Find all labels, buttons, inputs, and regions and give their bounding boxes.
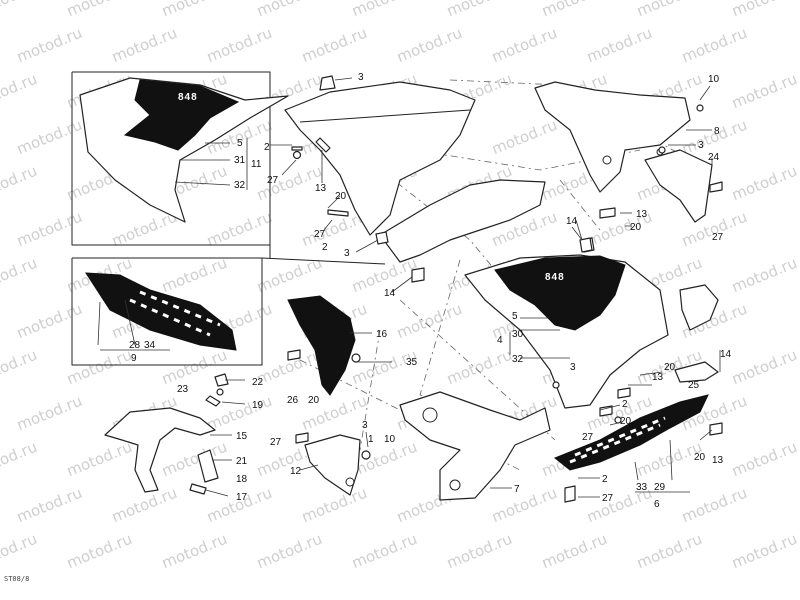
callout-21: 21 (236, 456, 248, 467)
right-side-fairing: 848 (464, 254, 669, 409)
left-belly-pan-inset (85, 272, 237, 351)
callout-5: 5 (237, 138, 243, 149)
fairing-bracket (534, 81, 713, 223)
callout-5: 5 (512, 311, 518, 322)
callout-12: 12 (290, 466, 302, 477)
callout-3: 3 (344, 248, 350, 259)
callout-16: 16 (376, 329, 388, 340)
callout-4: 4 (497, 335, 503, 346)
callout-2: 2 (264, 142, 270, 153)
callout-3: 3 (358, 72, 364, 83)
brand-label-left: 848 (178, 92, 198, 103)
mirror-mount (674, 284, 719, 383)
callout-14: 14 (566, 216, 578, 227)
callout-13: 13 (636, 209, 648, 220)
callout-13: 13 (652, 372, 664, 383)
callout-20: 20 (630, 222, 642, 233)
callout-25: 25 (688, 380, 700, 391)
callout-20: 20 (620, 416, 632, 427)
callout-26: 26 (287, 395, 299, 406)
callout-3: 3 (362, 420, 368, 431)
callout-3: 3 (698, 140, 704, 151)
reference-code: ST08/8 (4, 575, 29, 583)
callout-labels: 3 2 27 13 20 27 2 3 14 5 31 11 32 28 34 … (129, 72, 732, 510)
callout-27: 27 (602, 493, 614, 504)
callout-20: 20 (694, 452, 706, 463)
small-bracket (304, 434, 361, 496)
callout-35: 35 (406, 357, 418, 368)
callout-27: 27 (582, 432, 594, 443)
right-belly-pan (554, 394, 709, 493)
callout-14: 14 (720, 349, 732, 360)
callout-18: 18 (236, 474, 248, 485)
callout-20: 20 (335, 191, 347, 202)
callout-20: 20 (664, 362, 676, 373)
callout-28: 28 (129, 340, 141, 351)
callout-2: 2 (622, 399, 628, 410)
left-side-fairing-inset: 848 (79, 77, 289, 223)
callout-31: 31 (234, 155, 246, 166)
brand-label-right: 848 (545, 272, 565, 283)
callout-8: 8 (714, 126, 720, 137)
callout-7: 7 (514, 484, 520, 495)
inset-frames (71, 71, 386, 366)
callout-32: 32 (512, 354, 524, 365)
callout-15: 15 (236, 431, 248, 442)
callout-20: 20 (308, 395, 320, 406)
lower-inner-bracket (399, 391, 551, 501)
nose-fairing (284, 81, 546, 263)
callout-2: 2 (602, 474, 608, 485)
inset-box-lower (71, 257, 263, 366)
callout-27: 27 (270, 437, 282, 448)
callout-30: 30 (512, 329, 524, 340)
callout-17: 17 (236, 492, 248, 503)
callout-13: 13 (315, 183, 327, 194)
callout-27: 27 (267, 175, 279, 186)
callout-13: 13 (712, 455, 724, 466)
callout-24: 24 (708, 152, 720, 163)
callout-33: 33 (636, 482, 648, 493)
mudguard-small-part (197, 449, 219, 483)
callout-3: 3 (570, 362, 576, 373)
callout-34: 34 (144, 340, 156, 351)
callout-29: 29 (654, 482, 666, 493)
leader-lines (205, 77, 721, 498)
callout-10: 10 (384, 434, 396, 445)
callout-14: 14 (384, 288, 396, 299)
callout-10: 10 (708, 74, 720, 85)
callout-2: 2 (322, 242, 328, 253)
fasteners (189, 75, 723, 503)
callout-1: 1 (368, 434, 374, 445)
callout-32: 32 (234, 180, 246, 191)
callout-9: 9 (131, 353, 137, 364)
callout-27: 27 (314, 229, 326, 240)
callout-11: 11 (251, 159, 262, 170)
front-mudguard (104, 407, 216, 493)
callout-23: 23 (177, 384, 189, 395)
inset-pointer-line (261, 257, 386, 265)
inner-panel (287, 295, 356, 396)
callout-22: 22 (252, 377, 264, 388)
callout-6: 6 (654, 499, 660, 510)
callout-19: 19 (252, 400, 264, 411)
callout-27: 27 (712, 232, 724, 243)
